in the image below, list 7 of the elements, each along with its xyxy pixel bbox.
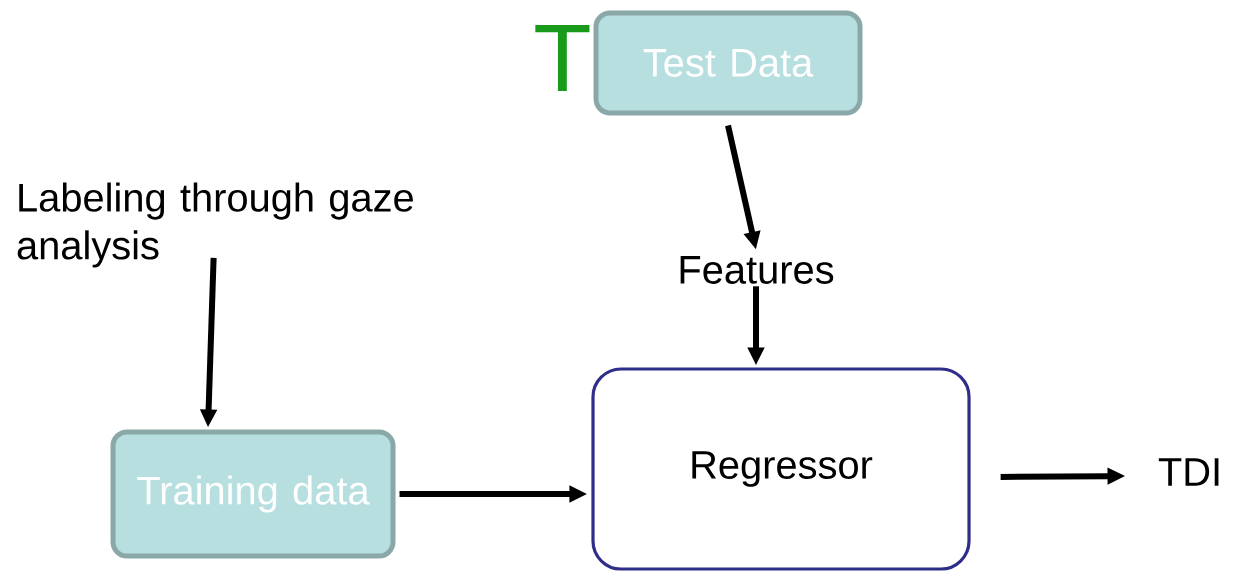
text-label: Features xyxy=(680,256,834,284)
text-label: Labeling through gaze analysis xyxy=(17,182,413,268)
data-box: Training data xyxy=(110,429,396,559)
text-label: TDI xyxy=(1158,458,1219,486)
process-box: Regressor xyxy=(591,367,971,571)
text-label: T xyxy=(535,25,590,91)
data-box: Test Data xyxy=(593,10,863,116)
